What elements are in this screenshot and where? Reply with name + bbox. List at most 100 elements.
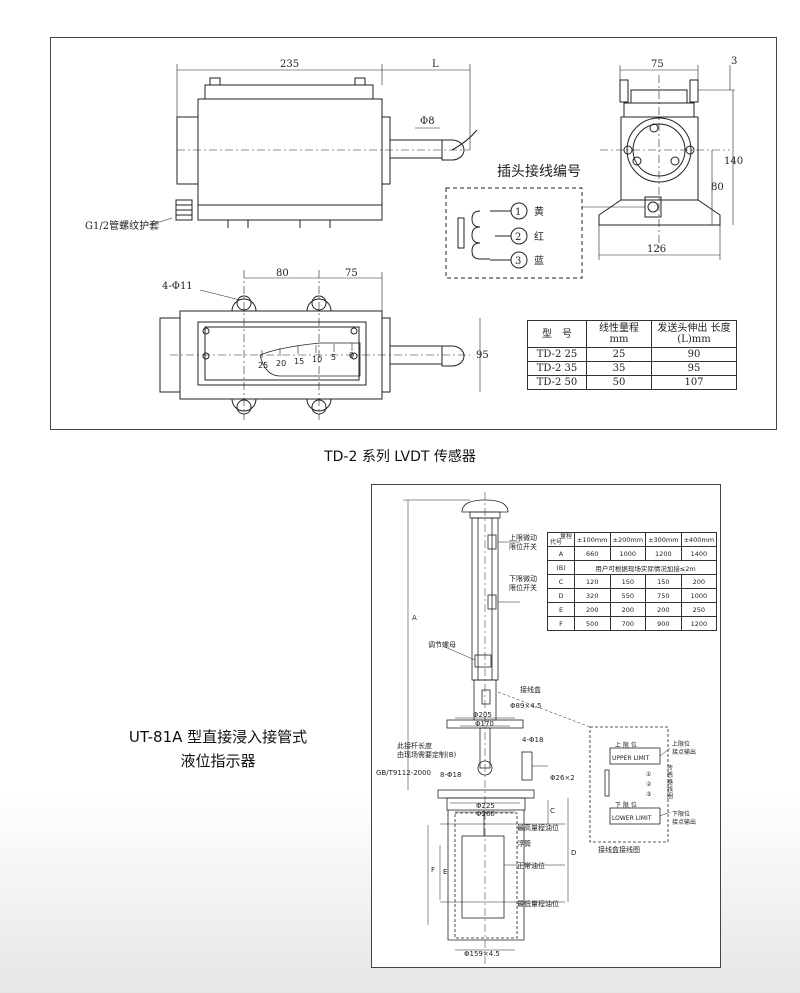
conduit-label: G1/2管螺纹护套 <box>85 219 159 232</box>
range-300: ±300mm <box>645 532 682 547</box>
caption-line-2: 液位指示器 <box>180 752 256 770</box>
coil-1: 传 <box>667 764 673 772</box>
row-code: D <box>547 588 575 603</box>
cell: 200 <box>574 602 611 617</box>
cell: 200 <box>680 574 718 589</box>
phi260-label: Φ260 <box>476 810 495 818</box>
dim-D: D <box>571 849 576 857</box>
range-100: ±100mm <box>574 532 611 547</box>
upper-contact-1: 上限位 <box>672 740 690 748</box>
dim-3: 3 <box>731 56 737 67</box>
dim-75-top: 75 <box>651 59 664 70</box>
dim-95: 95 <box>476 350 489 361</box>
hole-spec: 4-Φ11 <box>162 281 193 292</box>
rod-length-1: 此接杆长度 <box>397 741 432 750</box>
junction-box-label: 接线盒 <box>520 685 541 694</box>
upper-contact-2: 接点输出 <box>672 748 696 756</box>
adjust-nut-label: 调节螺母 <box>428 640 456 649</box>
scale-15: 15 <box>294 357 304 366</box>
cell: 250 <box>680 602 718 617</box>
cell-length: 107 <box>651 375 737 390</box>
cell: 120 <box>574 574 611 589</box>
pin-3-color: 蓝 <box>534 255 544 267</box>
coil-2: 感 <box>667 771 673 779</box>
lower-contact-1: 下限位 <box>672 810 690 818</box>
header-code: 代号 <box>550 538 563 546</box>
cell-model: TD-2 50 <box>527 375 587 390</box>
table-row: TD-2 50 50 107 <box>527 375 737 390</box>
pin-2-color: 红 <box>534 230 544 243</box>
dim-80-right: 80 <box>711 182 724 193</box>
lower-switch-1: 下限微动 <box>509 574 537 583</box>
pin-2-num: 2 <box>515 232 521 243</box>
corner-header: 量程 代号 <box>547 532 575 547</box>
cell: 320 <box>574 588 611 603</box>
cell: 900 <box>645 616 682 631</box>
max-level-label: 最高量程油位 <box>517 823 559 832</box>
dim-235: 235 <box>280 59 299 70</box>
pin-1: ① <box>646 771 651 778</box>
cell: 1200 <box>645 546 682 561</box>
dim-phi8: Φ8 <box>420 116 435 127</box>
coil-5: 圈 <box>667 793 673 800</box>
pin-2: ② <box>646 781 652 788</box>
caption-line-1: UT-81A 型直接浸入接管式 <box>128 728 308 746</box>
level-indicator-caption: UT-81A 型直接浸入接管式 液位指示器 <box>118 725 318 773</box>
cell: 1000 <box>680 588 718 603</box>
row-note: 用户可根据现场实际情况加接≤2m <box>573 560 718 575</box>
table-row: D 320 550 750 1000 <box>547 588 718 603</box>
header-range: 量程 <box>559 532 572 540</box>
dim-F: F <box>431 866 435 874</box>
upper-limit-en: UPPER LIMIT <box>612 755 650 762</box>
upper-limit-cn: 上 限 位 <box>615 741 637 749</box>
normal-level-label: 正常油位 <box>517 861 545 870</box>
row-code: E <box>547 602 575 617</box>
col-model: 型 号 <box>527 320 587 348</box>
cell: 150 <box>609 574 647 589</box>
eight-phi18-label: 8-Φ18 <box>440 771 461 779</box>
cell: 200 <box>645 602 682 617</box>
dim-126: 126 <box>647 244 666 255</box>
phi225-label: Φ225 <box>476 802 495 810</box>
standard-label: GB/T9112-2000 <box>376 769 431 777</box>
table-row: TD-2 25 25 90 <box>527 347 737 362</box>
row-code: (B) <box>547 560 575 575</box>
upper-switch-2: 限位开关 <box>509 542 537 551</box>
pin-1-num: 1 <box>515 207 521 218</box>
range-200: ±200mm <box>609 532 647 547</box>
phi26-label: Φ26×2 <box>550 774 575 782</box>
lvdt-model-table: 型 号 线性量程 mm 发送头伸出 长度(L)mm TD-2 25 25 90 … <box>527 320 737 390</box>
pin-3: ③ <box>646 791 651 798</box>
scale-10: 10 <box>312 355 322 364</box>
dim-C: C <box>550 807 555 815</box>
row-code: A <box>547 546 575 561</box>
lower-switch-2: 限位开关 <box>509 583 537 592</box>
wiring-diagram-label: 接线盒接线图 <box>598 845 640 854</box>
lower-limit-en: LOWER LIMIT <box>612 815 652 822</box>
row-code: C <box>547 574 575 589</box>
rod-length-2: 由现场需要定制(B) <box>397 750 457 759</box>
cell: 500 <box>574 616 611 631</box>
coil-4: 线 <box>667 785 673 793</box>
cell: 150 <box>645 574 682 589</box>
cell: 200 <box>609 602 647 617</box>
table-row: A 660 1000 1200 1400 <box>547 546 718 561</box>
table-row: C 120 150 150 200 <box>547 574 718 589</box>
min-level-label: 最低量程油位 <box>517 899 559 908</box>
cell: 550 <box>609 588 647 603</box>
cell: 1000 <box>609 546 647 561</box>
pin-3-num: 3 <box>515 256 521 267</box>
upper-switch-1: 上限微动 <box>509 533 537 542</box>
cell: 1200 <box>680 616 718 631</box>
table-row: (B) 用户可根据现场实际情况加接≤2m <box>547 560 718 575</box>
scale-20: 20 <box>276 359 286 368</box>
table-row: TD-2 35 35 95 <box>527 361 737 376</box>
coil-3: 器 <box>667 779 673 786</box>
cell: 660 <box>574 546 611 561</box>
float <box>461 835 505 919</box>
plug-title: 插头接线编号 <box>497 163 581 180</box>
left-end-cap <box>176 116 199 185</box>
four-phi18-label: 4-Φ18 <box>522 736 543 744</box>
vessel <box>447 810 525 941</box>
